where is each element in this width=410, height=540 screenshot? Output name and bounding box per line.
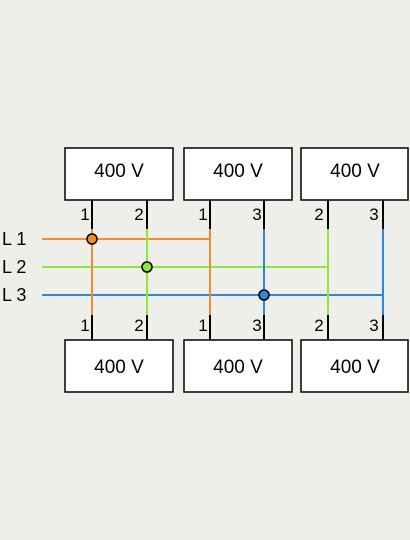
junction-L2: [141, 261, 153, 273]
bottom-box-1-pin-a: 1: [80, 316, 89, 335]
top-pin-stubs: [91, 200, 384, 229]
bottom-box-1: 400 V 1 2: [64, 316, 174, 393]
bottom-box-2-pin-b: 3: [252, 316, 261, 335]
bottom-box-1-frame: [64, 339, 174, 393]
line-label-L3: L 3: [2, 285, 26, 305]
top-box-1-label: 400 V: [94, 161, 144, 182]
line-label-L1: L 1: [2, 229, 26, 249]
line-label-L2: L 2: [2, 257, 26, 277]
top-box-2: 400 V 1 3: [183, 147, 293, 224]
top-box-3: 400 V 2 3: [300, 147, 409, 224]
top-box-3-label: 400 V: [330, 161, 380, 182]
bottom-pin-stubs: [91, 315, 384, 340]
top-box-3-pin-a: 2: [314, 205, 323, 224]
top-box-2-pin-a: 1: [198, 205, 207, 224]
bottom-box-1-label: 400 V: [94, 357, 144, 378]
top-box-1-pin-b: 2: [134, 205, 143, 224]
top-box-1: 400 V 1 2: [64, 147, 174, 224]
bottom-box-2-frame: [183, 339, 293, 393]
top-box-1-frame: [64, 147, 174, 201]
bottom-box-3-frame: [300, 339, 409, 393]
bottom-box-2-label: 400 V: [213, 357, 263, 378]
bottom-box-3-pin-a: 2: [314, 316, 323, 335]
junction-L1: [86, 233, 98, 245]
bottom-box-3: 400 V 2 3: [300, 316, 409, 393]
top-box-2-label: 400 V: [213, 161, 263, 182]
bottom-box-3-label: 400 V: [330, 357, 380, 378]
top-box-2-frame: [183, 147, 293, 201]
junction-L3: [258, 289, 270, 301]
bottom-box-2-pin-a: 1: [198, 316, 207, 335]
top-box-2-pin-b: 3: [252, 205, 261, 224]
bottom-box-2: 400 V 1 3: [183, 316, 293, 393]
bottom-box-1-pin-b: 2: [134, 316, 143, 335]
top-box-3-pin-b: 3: [369, 205, 378, 224]
bottom-box-3-pin-b: 3: [369, 316, 378, 335]
top-box-1-pin-a: 1: [80, 205, 89, 224]
top-box-3-frame: [300, 147, 409, 201]
